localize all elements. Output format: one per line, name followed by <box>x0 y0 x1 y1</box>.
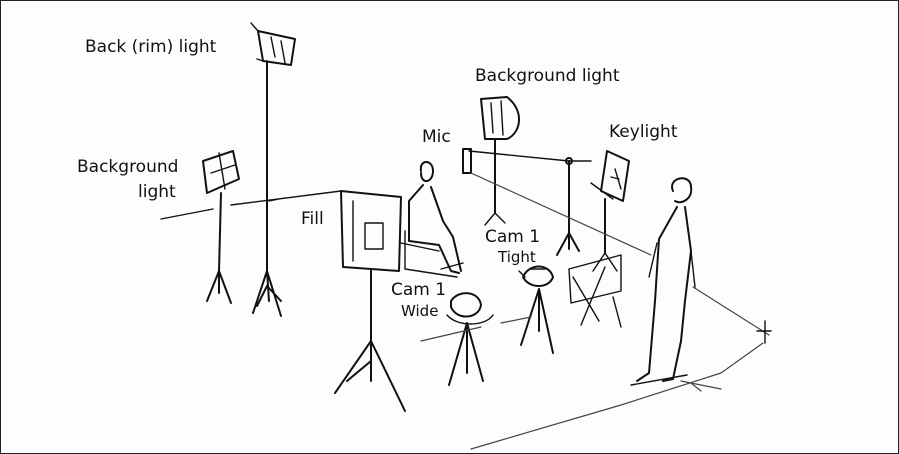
background-light-top-label: Background light <box>475 66 620 86</box>
keylight-label: Keylight <box>609 122 678 142</box>
background-light-top-fixture <box>481 97 519 225</box>
seated-subject <box>401 162 463 277</box>
background-light-left-label-line2: light <box>138 182 176 202</box>
fill-label: Fill <box>301 209 324 229</box>
cam1-tight-label-line2: Tight <box>498 249 536 266</box>
background-light-left-label-line1: Background <box>77 157 178 177</box>
back-rim-light-fixture <box>251 23 295 316</box>
floor-lines <box>421 173 771 449</box>
boom-arm-left <box>231 191 341 205</box>
back-rim-light-label: Back (rim) light <box>85 37 216 57</box>
cam1-wide-label-line2: Wide <box>401 303 438 320</box>
cam1-wide-label-line1: Cam 1 <box>391 280 446 300</box>
cam1-wide-tripod <box>447 293 493 385</box>
cam1-tight-tripod <box>519 267 553 354</box>
mic-label: Mic <box>422 127 451 147</box>
fill-light-fixture <box>335 191 405 411</box>
standing-person <box>631 178 695 385</box>
keylight-fixture <box>591 151 629 271</box>
cam1-tight-label-line1: Cam 1 <box>485 227 540 247</box>
